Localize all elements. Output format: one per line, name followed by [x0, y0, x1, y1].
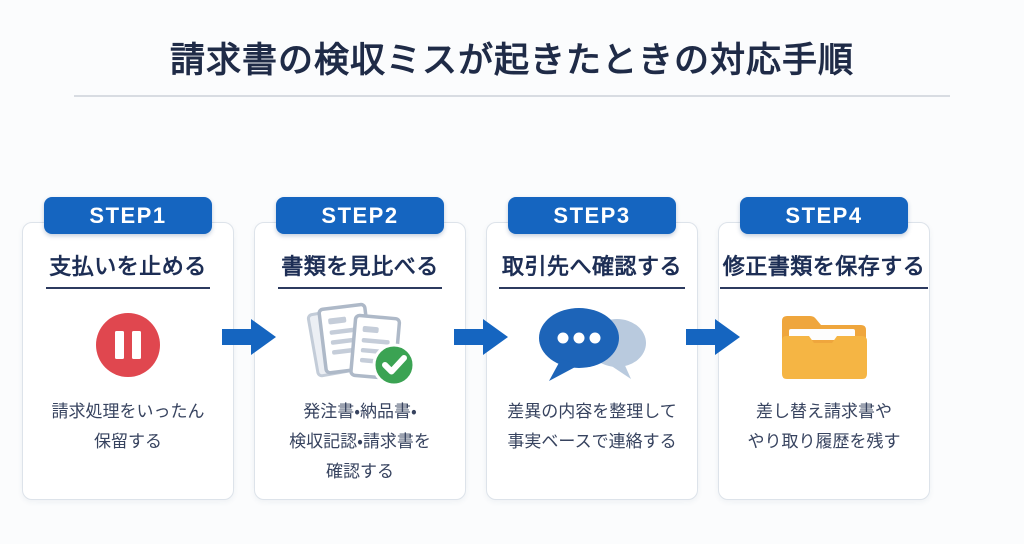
arrow-right-icon — [454, 319, 508, 355]
step4-badge: STEP4 — [740, 197, 908, 234]
step-card-3: STEP3 取引先へ確認する 差異の内容を整理して 事実ベースで連絡する — [486, 197, 698, 500]
step-card-2: STEP2 書類を見比べる — [254, 197, 466, 500]
step3-description: 差異の内容を整理して 事実ベースで連絡する — [507, 402, 677, 451]
step2-heading: 書類を見比べる — [278, 249, 442, 289]
folder-icon — [782, 316, 867, 379]
step3-heading: 取引先へ確認する — [498, 249, 685, 289]
arrow-right-icon — [686, 319, 740, 355]
pause-icon — [96, 313, 160, 377]
steps-row: STEP1 支払いを止める 請求処理をいったん 保留する STEP2 書類を見比… — [22, 197, 930, 500]
page-title: 請求書の検収ミスが起きたときの対応手順 — [169, 41, 854, 80]
step3-badge: STEP3 — [508, 197, 676, 234]
step4-description: 差し替え請求書や やり取り履歴を残す — [747, 402, 901, 451]
documents-check-icon — [306, 302, 416, 387]
step4-heading: 修正書類を保存する — [719, 249, 929, 289]
chat-bubbles-icon — [539, 308, 646, 381]
title-divider — [74, 95, 950, 97]
step1-heading: 支払いを止める — [46, 249, 210, 289]
step2-badge: STEP2 — [276, 197, 444, 234]
step1-description: 請求処理をいったん 保留する — [51, 402, 205, 451]
step2-description: 発注書・納品書・ 検収記認・請求書を 確認する — [289, 402, 431, 481]
step-card-4: STEP4 修正書類を保存する 差し替え請求書や やり取り履歴を残す — [718, 197, 930, 500]
step1-badge: STEP1 — [44, 197, 212, 234]
step-card-1: STEP1 支払いを止める 請求処理をいったん 保留する — [22, 197, 234, 500]
arrow-right-icon — [222, 319, 276, 355]
